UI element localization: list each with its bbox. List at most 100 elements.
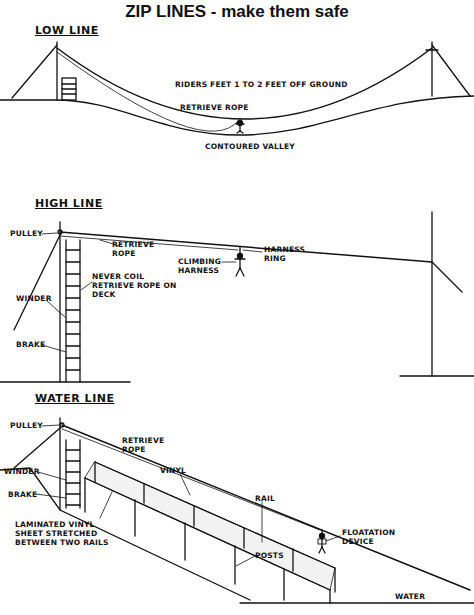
drawing-line bbox=[66, 471, 80, 472]
part-label: RETRIEVE ROPE bbox=[112, 240, 152, 258]
drawing-line bbox=[84, 478, 85, 512]
drawing-line bbox=[94, 462, 95, 482]
rider-or-pulley bbox=[60, 423, 64, 427]
section-heading: LOW LINE bbox=[35, 24, 99, 37]
drawing-line bbox=[66, 369, 80, 370]
drawing-line bbox=[193, 506, 194, 526]
title: ZIP LINES - make them safe bbox=[0, 2, 474, 22]
drawing-line bbox=[240, 602, 474, 603]
drawing-line bbox=[66, 249, 80, 250]
note: LAMINATED VINYL SHEET STRETCHED BETWEEN … bbox=[15, 520, 125, 547]
drawing-line bbox=[0, 96, 474, 135]
note: RIDERS FEET 1 TO 2 FEET OFF GROUND bbox=[175, 80, 348, 89]
rider-or-pulley bbox=[58, 230, 62, 234]
drawing-line bbox=[134, 500, 135, 536]
drawing-line bbox=[326, 536, 340, 541]
part-label: HARNESS RING bbox=[264, 245, 314, 263]
drawing-line bbox=[432, 45, 470, 96]
part-label: BRAKE bbox=[16, 340, 45, 349]
drawing-line bbox=[85, 462, 335, 590]
drawing-line bbox=[36, 494, 66, 498]
drawing-line bbox=[236, 123, 244, 124]
drawing-line bbox=[62, 88, 76, 89]
drawing-line bbox=[66, 482, 80, 483]
drawing-line bbox=[66, 345, 80, 346]
part-label: WINDER bbox=[4, 467, 40, 476]
part-label: POSTS bbox=[255, 551, 284, 560]
drawing-line bbox=[400, 375, 474, 376]
warning-note: NEVER COIL RETRIEVE ROPE ON DECK bbox=[92, 272, 187, 299]
part-label: WINDER bbox=[16, 294, 52, 303]
drawing-line bbox=[59, 222, 60, 382]
drawing-line bbox=[42, 425, 59, 426]
drawing-line bbox=[38, 472, 66, 480]
platform-rect bbox=[62, 78, 76, 100]
drawing-line bbox=[79, 240, 80, 382]
drawing-line bbox=[180, 474, 190, 495]
drawing-line bbox=[432, 262, 462, 292]
part-label: CLIMBING HARNESS bbox=[178, 257, 223, 275]
drawing-line bbox=[12, 45, 57, 98]
low-line-drawing bbox=[0, 42, 474, 135]
drawing-line bbox=[235, 258, 245, 259]
drawing-line bbox=[239, 247, 240, 253]
drawing-line bbox=[14, 428, 60, 468]
part-label: VINYL bbox=[160, 466, 186, 475]
drawing-line bbox=[66, 357, 80, 358]
drawing-line bbox=[66, 285, 80, 286]
drawing-line bbox=[283, 569, 284, 600]
drawing-line bbox=[62, 83, 76, 84]
drawing-line bbox=[66, 493, 80, 494]
part-label: PULLEY bbox=[10, 421, 43, 430]
high-line-drawing bbox=[0, 212, 474, 382]
drawing-line bbox=[184, 523, 185, 560]
drawing-line bbox=[66, 504, 80, 505]
drawing-line bbox=[42, 345, 66, 352]
drawing-line bbox=[292, 549, 293, 571]
part-label: WATER bbox=[395, 592, 425, 601]
drawing-line bbox=[322, 547, 325, 553]
drawing-line bbox=[14, 235, 60, 330]
drawing-line bbox=[62, 93, 76, 94]
drawing-line bbox=[236, 556, 255, 566]
part-label: FLOATATION DEVICE bbox=[342, 528, 417, 546]
drawing-line bbox=[262, 502, 263, 542]
drawing-line bbox=[60, 232, 432, 262]
part-label: PULLEY bbox=[10, 229, 43, 238]
platform-rect bbox=[318, 539, 326, 544]
drawing-line bbox=[334, 568, 335, 592]
drawing-line bbox=[95, 462, 335, 568]
drawing-line bbox=[234, 546, 235, 584]
drawing-line bbox=[329, 590, 330, 603]
section-heading: HIGH LINE bbox=[35, 197, 103, 210]
part-label: RETRIEVE ROPE bbox=[180, 103, 249, 112]
part-label: RAIL bbox=[255, 494, 275, 503]
drawing-line bbox=[66, 460, 80, 461]
drawing-line bbox=[66, 333, 80, 334]
drawing-line bbox=[66, 449, 80, 450]
drawing-line bbox=[66, 273, 80, 274]
drawing-line bbox=[56, 42, 57, 100]
drawing-line bbox=[85, 478, 330, 590]
drawing-line bbox=[59, 418, 60, 510]
drawing-line bbox=[81, 282, 92, 290]
terrain-label: CONTOURED VALLEY bbox=[205, 142, 295, 151]
drawing-line bbox=[240, 268, 244, 276]
drawing-line bbox=[321, 530, 322, 533]
drawing-line bbox=[431, 212, 432, 376]
part-label: BRAKE bbox=[8, 490, 37, 499]
drawing-line bbox=[62, 425, 470, 590]
drawing-line bbox=[243, 528, 244, 548]
drawing-line bbox=[319, 547, 322, 553]
drawing-line bbox=[239, 125, 240, 131]
drawing-line bbox=[100, 492, 112, 518]
drawing-line bbox=[0, 381, 130, 382]
drawing-line bbox=[66, 297, 80, 298]
drawing-line bbox=[243, 250, 262, 252]
drawing-line bbox=[42, 233, 57, 234]
drawing-line bbox=[236, 268, 240, 276]
drawing-line bbox=[66, 309, 80, 310]
drawing-line bbox=[222, 262, 236, 263]
part-label: RETRIEVE ROPE bbox=[122, 436, 162, 454]
